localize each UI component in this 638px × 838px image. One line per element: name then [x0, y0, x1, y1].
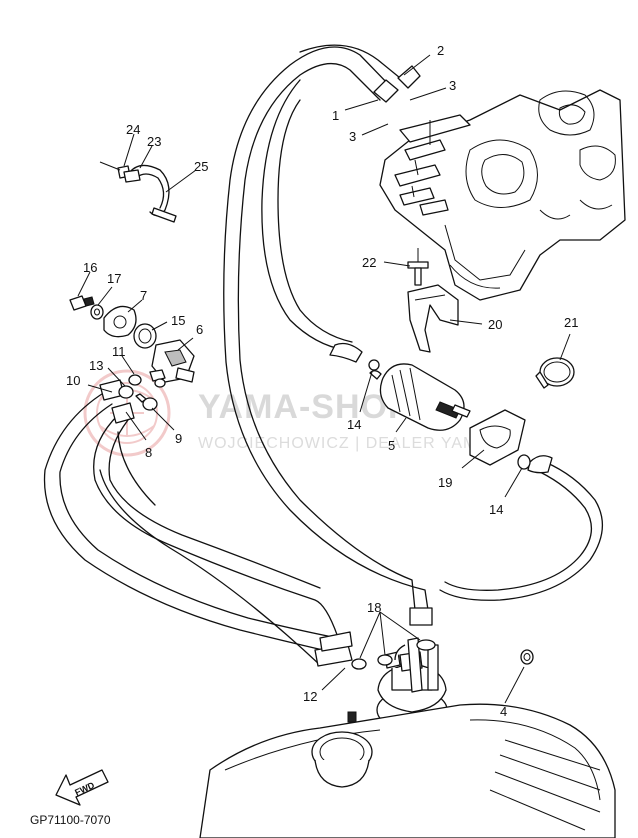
washer-17	[90, 304, 104, 320]
clip-11	[128, 374, 166, 388]
bolt-22	[407, 248, 429, 286]
clamp-21	[535, 357, 575, 389]
clip-4	[520, 649, 534, 665]
fuel-filter	[368, 359, 471, 431]
callout-20: 20	[488, 317, 502, 332]
callout-7: 7	[140, 288, 147, 303]
carburetor-assembly	[379, 89, 626, 301]
callout-3-lower: 3	[349, 129, 356, 144]
filter-holder	[469, 409, 526, 466]
fuel-tank	[199, 703, 616, 838]
band-assembly	[99, 161, 177, 223]
fuel-hose-filter-inlet	[261, 79, 363, 363]
callout-9: 9	[175, 431, 182, 446]
fuel-cock-6	[149, 339, 195, 383]
callout-8: 8	[145, 445, 152, 460]
diagram-code: GP71100-7070	[30, 813, 111, 827]
callout-1: 1	[332, 108, 339, 123]
o-ring-15	[133, 323, 157, 349]
fwd-arrow: FWD	[55, 769, 109, 806]
callouts: 1 2 3 3 4 5 6 7 8 9 10 11 12 13 14 14 15…	[66, 43, 578, 719]
clip-13	[118, 385, 134, 399]
callout-15: 15	[171, 313, 185, 328]
callout-21: 21	[564, 315, 578, 330]
clip-9	[135, 393, 158, 411]
callout-23: 23	[147, 134, 161, 149]
callout-3-upper: 3	[449, 78, 456, 93]
callout-16: 16	[83, 260, 97, 275]
bracket-20	[407, 284, 459, 353]
callout-2: 2	[437, 43, 444, 58]
callout-25: 25	[194, 159, 208, 174]
fuel-hose-main	[223, 44, 433, 626]
callout-17: 17	[107, 271, 121, 286]
callout-6: 6	[196, 322, 203, 337]
watermark-subtitle: WOJCIECHOWICZ | DEALER YAMAHA	[198, 435, 513, 452]
fuel-cock-assembly	[69, 295, 195, 411]
callout-14-left: 14	[347, 417, 361, 432]
callout-5: 5	[388, 438, 395, 453]
callout-12: 12	[303, 689, 317, 704]
fuel-hose-filter-outlet	[439, 454, 604, 601]
callout-4: 4	[500, 704, 507, 719]
lever-7	[103, 305, 137, 338]
callout-18: 18	[367, 600, 381, 615]
screw-16	[69, 295, 95, 311]
fuel-hose-left	[43, 379, 353, 667]
callout-19: 19	[438, 475, 452, 490]
leader-lines	[77, 54, 571, 704]
callout-24: 24	[126, 122, 140, 137]
callout-14-right: 14	[489, 502, 503, 517]
callout-10: 10	[66, 373, 80, 388]
callout-13: 13	[89, 358, 103, 373]
callout-11: 11	[112, 344, 126, 359]
callout-22: 22	[362, 255, 376, 270]
